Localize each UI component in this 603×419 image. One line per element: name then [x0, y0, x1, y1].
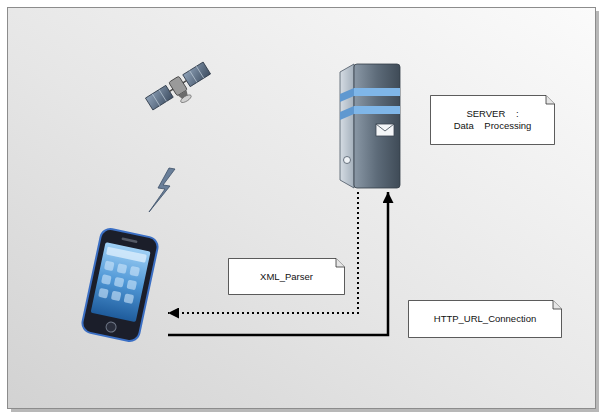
satellite-dish	[180, 93, 193, 104]
panel-seam	[190, 71, 197, 83]
app-icon	[101, 274, 112, 285]
server-stripe	[340, 106, 354, 120]
phone-speaker	[121, 237, 137, 243]
node-shape	[72, 222, 168, 348]
app-icon	[129, 266, 140, 277]
note-text-box: HTTP_URL_Connection	[408, 300, 562, 338]
phone-node	[72, 222, 168, 348]
note-fold	[546, 96, 555, 105]
lightning-symbol	[149, 168, 175, 212]
panel-seam	[159, 90, 166, 102]
server-node: SERVER : Data Processing	[336, 60, 406, 192]
server-illustration	[340, 64, 400, 188]
envelope-flap	[376, 124, 394, 131]
node-shape	[336, 60, 406, 192]
server-stripe	[340, 88, 354, 102]
panel-frame	[8, 8, 596, 409]
app-icon	[114, 277, 125, 288]
app-icon	[126, 280, 137, 291]
app-icon	[117, 263, 128, 274]
app-icon	[124, 293, 135, 304]
note-body	[409, 301, 562, 338]
envelope-icon	[376, 124, 394, 136]
node-label: SERVER : Data Processing	[453, 108, 533, 132]
phone-illustration	[81, 227, 160, 343]
solid-arrow	[168, 192, 388, 335]
note-text-box: XML_Parser	[228, 258, 345, 295]
app-icon	[98, 288, 109, 299]
satellite-illustration	[145, 61, 216, 119]
note-callout: HTTP_URL_Connection	[408, 300, 562, 338]
app-icon	[104, 261, 115, 272]
phone-body	[81, 227, 160, 343]
server-stripe	[354, 106, 400, 114]
dotted-arrow	[168, 192, 358, 313]
edge-label: XML_Parser	[260, 271, 313, 283]
server-front	[354, 64, 400, 188]
note-callout: SERVER : Data Processing	[430, 95, 555, 145]
note-text-box: SERVER : Data Processing	[430, 95, 555, 145]
app-icon	[111, 291, 122, 302]
phone-screen	[91, 242, 151, 322]
home-button	[105, 321, 117, 333]
server-side	[340, 64, 354, 188]
solar-panel	[145, 85, 173, 110]
panel-seam	[152, 94, 159, 106]
edge-label: HTTP_URL_Connection	[434, 313, 536, 325]
note-fold	[553, 301, 562, 310]
power-button	[344, 157, 351, 164]
note-body	[431, 96, 555, 145]
note-body	[229, 259, 345, 295]
server-stripe	[354, 88, 400, 96]
solar-panel	[183, 62, 211, 87]
screen-bar	[106, 247, 147, 263]
note-callout: XML_Parser	[228, 258, 345, 295]
note-fold	[336, 259, 345, 268]
panel-seam	[196, 66, 203, 78]
